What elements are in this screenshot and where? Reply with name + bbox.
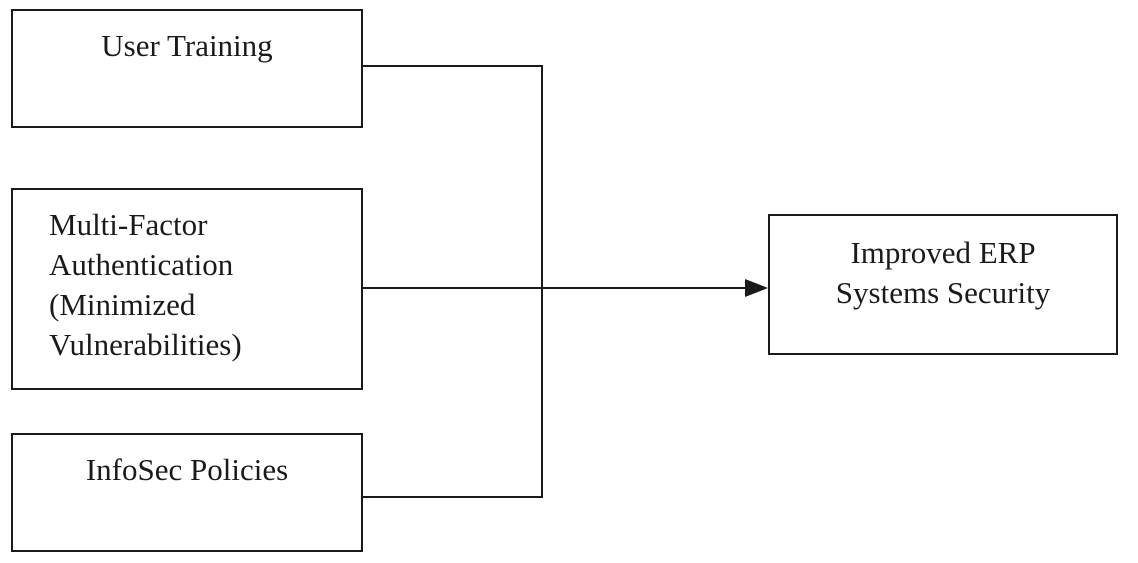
box-infosec: InfoSec Policies [11,433,363,552]
box-user-training-label: User Training [101,28,273,63]
box-mfa-label-line-1: Multi-Factor [49,207,208,242]
box-mfa-label-line-3: (Minimized [49,287,196,322]
box-outcome-label-line-2: Systems Security [835,275,1051,310]
box-user-training: User Training [11,9,363,128]
box-outcome: Improved ERP Systems Security [768,214,1118,355]
box-mfa-label-line-2: Authentication [49,247,234,282]
box-outcome-label-line-1: Improved ERP [850,235,1036,270]
arrowhead-icon [745,279,768,297]
box-mfa-label-line-4: Vulnerabilities) [49,327,242,362]
box-infosec-label: InfoSec Policies [85,452,289,487]
box-mfa: Multi-Factor Authentication (Minimized V… [11,188,363,390]
